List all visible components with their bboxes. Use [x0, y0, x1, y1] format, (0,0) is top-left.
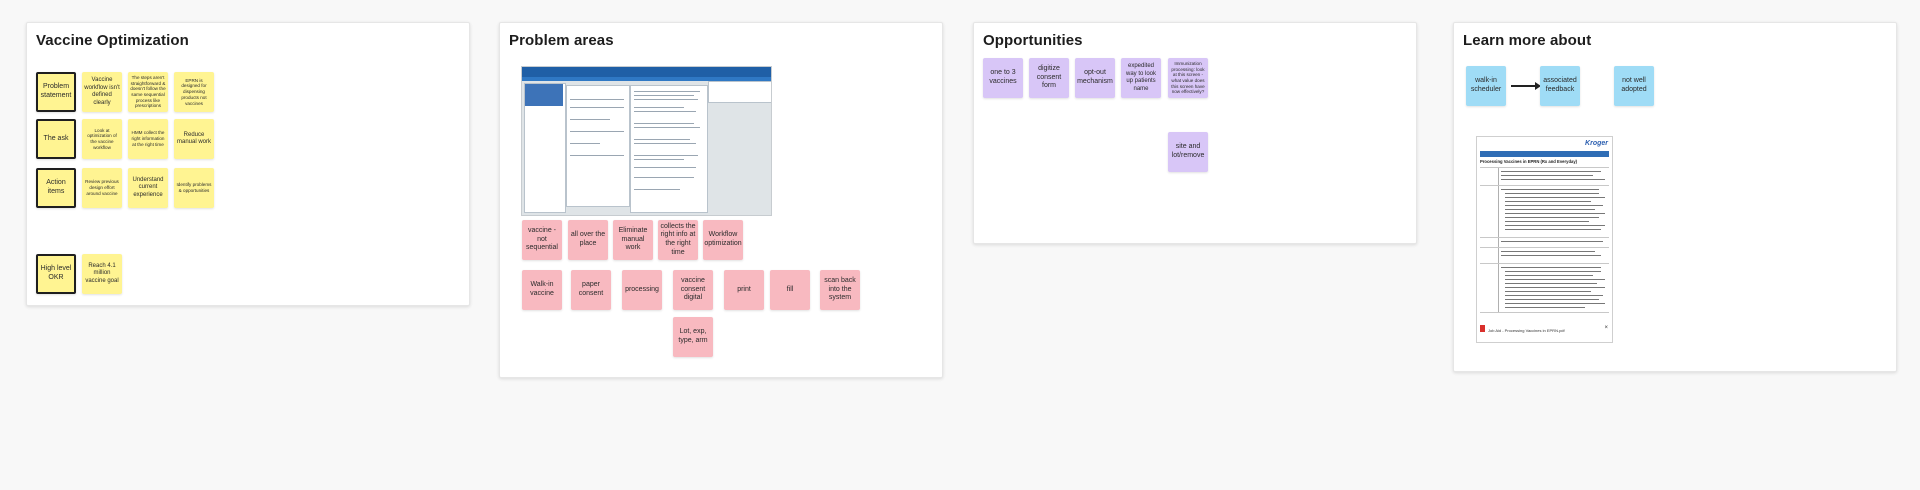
sticky-problem-7[interactable]: paper consent [571, 270, 611, 310]
sticky-opportunity-6[interactable]: site and lot/remove [1168, 132, 1208, 172]
sticky-problem-5[interactable]: Workflow optimization [703, 220, 743, 260]
sticky-review-previous[interactable]: Review previous design effort around vac… [82, 168, 122, 208]
sticky-opportunity-3[interactable]: opt-out mechanism [1075, 58, 1115, 98]
sticky-workflow-undefined[interactable]: Vaccine workflow isn't defined clearly [82, 72, 122, 112]
frame-title: Problem areas [509, 32, 614, 49]
eprn-screenshot-image[interactable] [521, 66, 772, 216]
sticky-understand-current[interactable]: Understand current experience [128, 168, 168, 208]
sticky-opportunity-1[interactable]: one to 3 vaccines [983, 58, 1023, 98]
frame-title: Learn more about [1463, 32, 1592, 49]
pdf-icon [1480, 325, 1485, 332]
sticky-problem-12[interactable]: scan back into the system [820, 270, 860, 310]
sticky-problem-3[interactable]: Eliminate manual work [613, 220, 653, 260]
sticky-problem-8[interactable]: processing [622, 270, 662, 310]
job-aid-document-preview[interactable]: Kroger Processing Vaccines in EPRN (Rx a… [1476, 136, 1613, 343]
frame-title: Opportunities [983, 32, 1083, 49]
sticky-problem-2[interactable]: all over the place [568, 220, 608, 260]
kroger-logo: Kroger [1585, 140, 1608, 147]
sticky-opportunity-2[interactable]: digitize consent form [1029, 58, 1069, 98]
document-filename: Job Aid - Processing Vaccines in EPRN.pd… [1488, 328, 1565, 333]
sticky-the-ask[interactable]: The ask [36, 119, 76, 159]
sticky-problem-6[interactable]: Walk-in vaccine [522, 270, 562, 310]
sticky-high-level-okr[interactable]: High level OKR [36, 254, 76, 294]
arrow-head-icon [1535, 82, 1541, 90]
sticky-action-items[interactable]: Action items [36, 168, 76, 208]
sticky-opportunity-4[interactable]: expedited way to look up patients name [1121, 58, 1161, 98]
sticky-not-well-adopted[interactable]: not well adopted [1614, 66, 1654, 106]
sticky-opportunity-5[interactable]: Immunization processing: look at this sc… [1168, 58, 1208, 98]
sticky-problem-4[interactable]: collects the right info at the right tim… [658, 220, 698, 260]
sticky-problem-11[interactable]: fill [770, 270, 810, 310]
connector-arrow[interactable] [1511, 85, 1538, 87]
sticky-problem-1[interactable]: vaccine - not sequential [522, 220, 562, 260]
sticky-steps-not-straightforward[interactable]: The steps aren't straightforward & doesn… [128, 72, 168, 112]
sticky-eprn-designed[interactable]: EPRN is designed for dispensing products… [174, 72, 214, 112]
document-title: Processing Vaccines in EPRN (Rx and Ever… [1480, 159, 1578, 164]
sticky-associated-feedback[interactable]: associated feedback [1540, 66, 1580, 106]
sticky-problem-9[interactable]: vaccine consent digital [673, 270, 713, 310]
sticky-problem-10[interactable]: print [724, 270, 764, 310]
sticky-reach-goal[interactable]: Reach 4.1 million vaccine goal [82, 254, 122, 294]
sticky-problem-13[interactable]: Lot, exp, type, arm [673, 317, 713, 357]
sticky-problem-statement[interactable]: Problem statement [36, 72, 76, 112]
close-icon[interactable]: × [1604, 325, 1608, 331]
sticky-look-at-optimization[interactable]: Look at optimization of the vaccine work… [82, 119, 122, 159]
sticky-identify-problems[interactable]: Identify problems & opportunities [174, 168, 214, 208]
sticky-walk-in-scheduler[interactable]: walk-in scheduler [1466, 66, 1506, 106]
sticky-reduce-manual[interactable]: Reduce manual work [174, 119, 214, 159]
sticky-hmm-collect[interactable]: HMM collect the right information at the… [128, 119, 168, 159]
frame-title: Vaccine Optimization [36, 32, 189, 49]
